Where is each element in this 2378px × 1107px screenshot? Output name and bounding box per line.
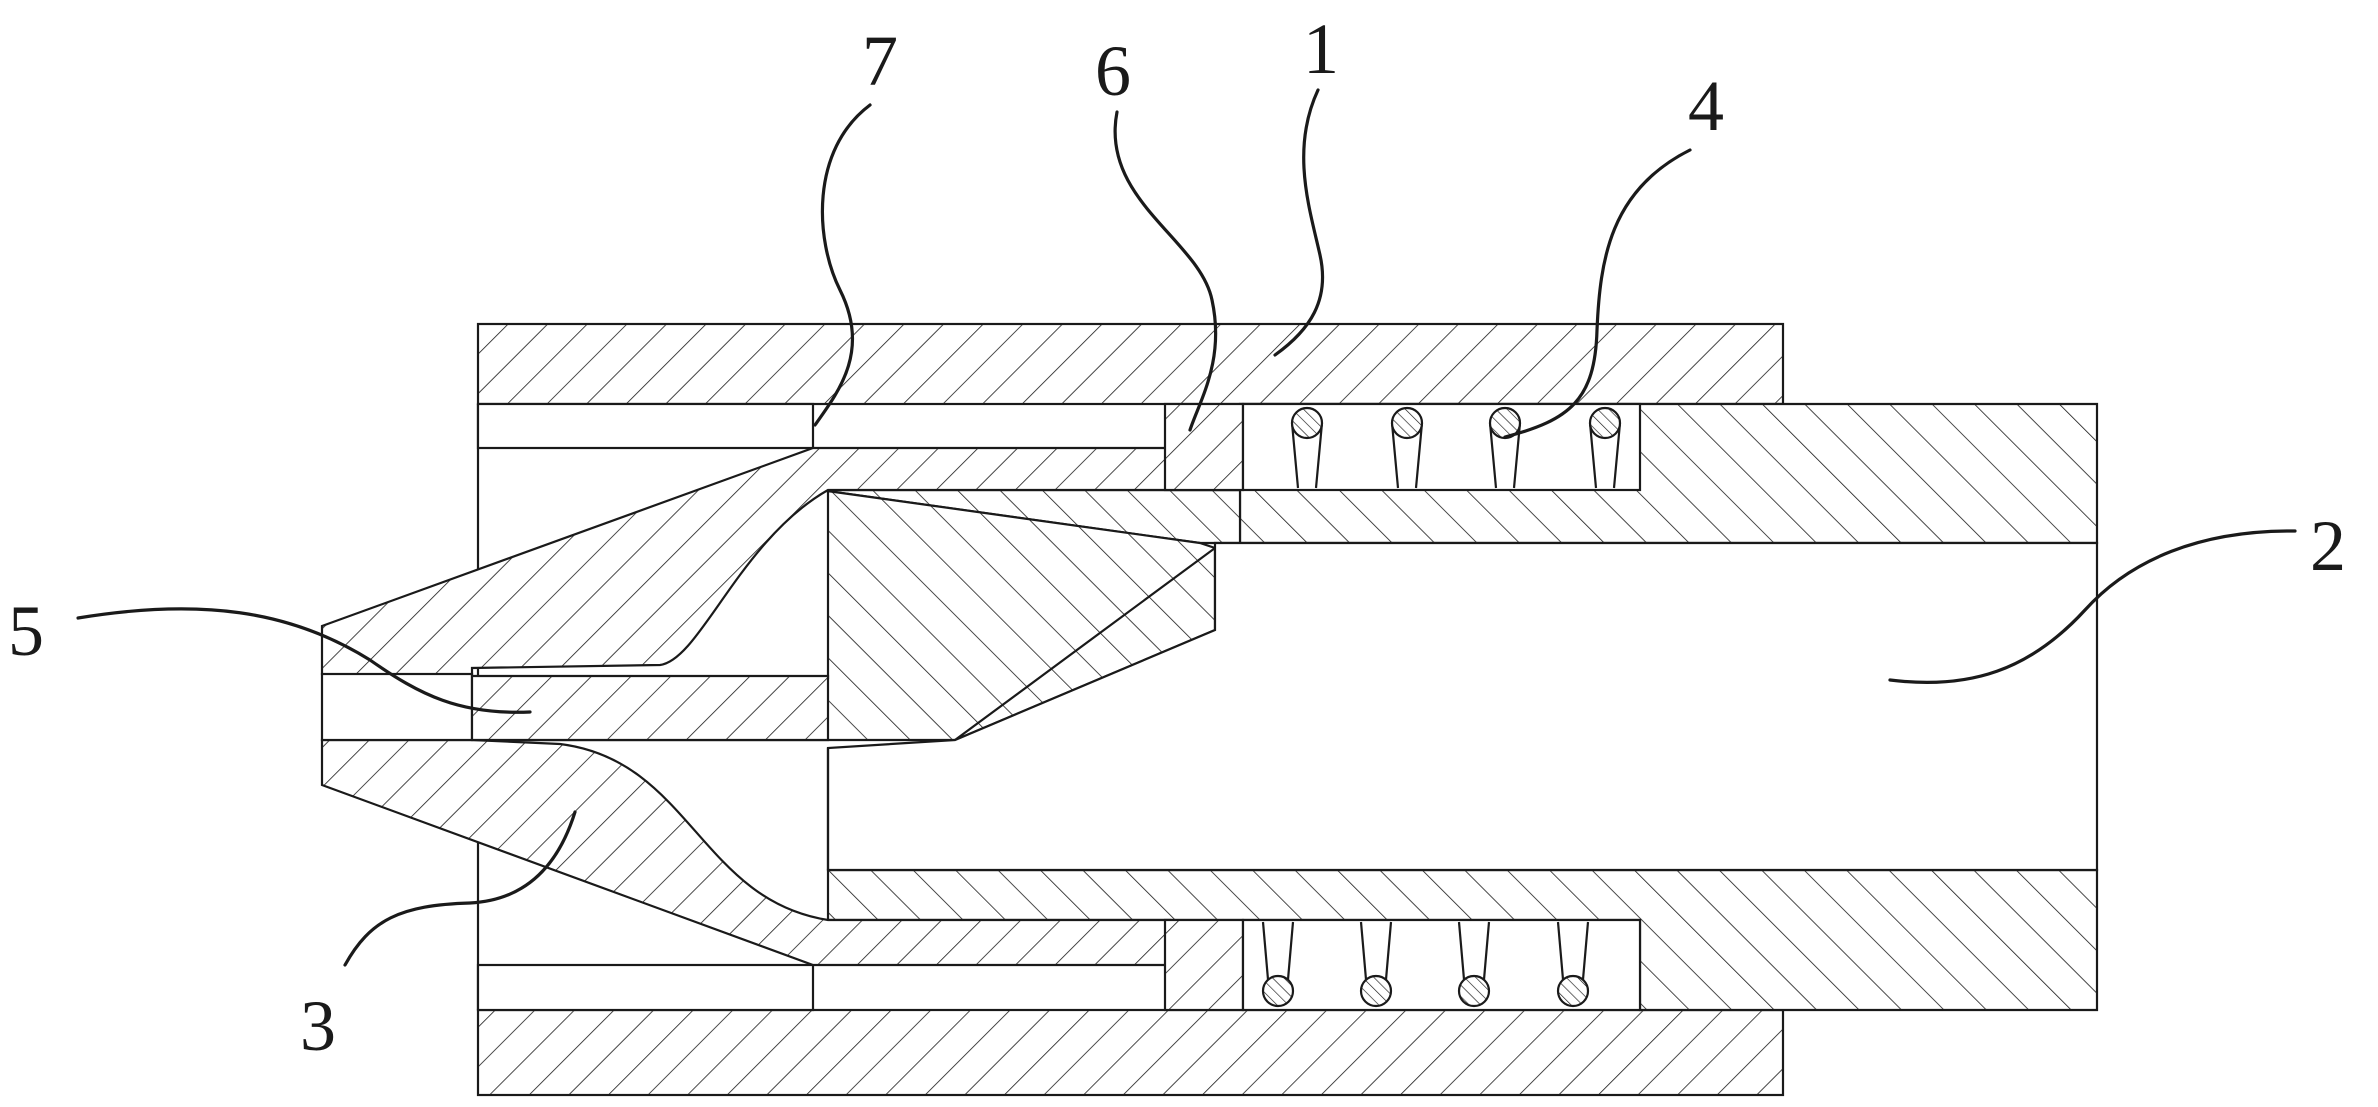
label-5: 5 xyxy=(8,591,44,671)
label-1: 1 xyxy=(1303,9,1339,89)
label-7: 7 xyxy=(862,21,898,101)
nozzle-tip-opening xyxy=(322,674,472,740)
flange-lower xyxy=(1165,920,1243,1010)
housing-top-wall xyxy=(478,324,1783,404)
housing-top-gap xyxy=(478,404,813,448)
spring-coil-wire xyxy=(1558,976,1588,1006)
spring-coil-wire xyxy=(1459,976,1489,1006)
label-4: 4 xyxy=(1688,66,1724,146)
spring-coil-wire xyxy=(1263,976,1293,1006)
spring-coil-wire xyxy=(1292,408,1322,438)
label-2: 2 xyxy=(2310,506,2346,586)
label-3: 3 xyxy=(300,986,336,1066)
spring-coil-wire xyxy=(1392,408,1422,438)
flange-upper xyxy=(1165,404,1243,490)
housing-bottom-gap xyxy=(478,965,813,1010)
label-6: 6 xyxy=(1095,31,1131,111)
spring-coil-wire xyxy=(1590,408,1620,438)
housing-bottom-wall xyxy=(478,1010,1783,1095)
needle xyxy=(472,676,828,740)
leader-1 xyxy=(1275,90,1323,355)
spring-coil-wire xyxy=(1361,976,1391,1006)
